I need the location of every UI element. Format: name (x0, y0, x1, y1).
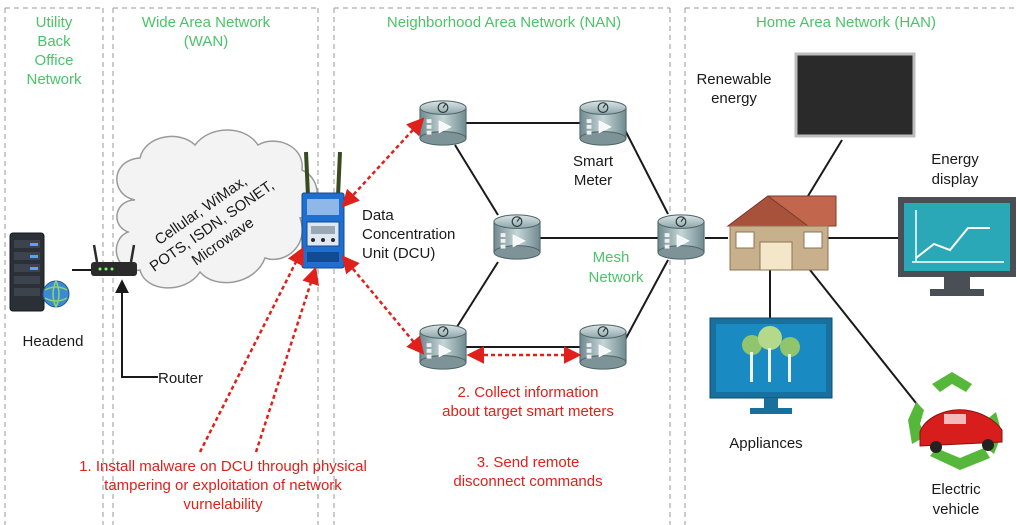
attack-arrow-dcu-bottom (341, 255, 425, 355)
smart-meter-label-line1: Smart (573, 153, 614, 170)
attack-steps: 1. Install malware on DCU through physic… (79, 384, 614, 513)
monitor-icon (794, 52, 916, 138)
renewable-label-line2: energy (711, 90, 757, 107)
ev-label-line1: Electric (931, 481, 981, 498)
link-house-ev (809, 269, 921, 409)
smart-meter-bottom-left (419, 324, 467, 370)
link-top-right-right (624, 129, 669, 215)
utility-title-line4: Network (26, 71, 82, 88)
link-bottom-right-right (624, 259, 669, 341)
link-house-renewable (807, 139, 843, 197)
wan-title-line2: (WAN) (184, 33, 228, 50)
appliances-label: Appliances (729, 435, 802, 452)
utility-title-line2: Back (37, 33, 71, 50)
zone-dividers (4, 7, 1017, 525)
link-center-bottom-left (454, 261, 499, 331)
step2-line1: 2. Collect information (458, 384, 599, 401)
ev-label-line2: vehicle (933, 501, 980, 518)
step3-line2: disconnect commands (453, 473, 602, 490)
appliances-icon (709, 317, 833, 414)
dcu-label-line3: Unit (DCU) (362, 245, 435, 262)
mesh-links (454, 122, 921, 409)
energy-display-label-line1: Energy (931, 151, 979, 168)
smart-meter-right (657, 214, 705, 260)
smart-meter-top-left (419, 100, 467, 146)
dcu-device-icon (301, 151, 345, 269)
attack-arrow-1 (198, 246, 304, 453)
car-icon (919, 409, 1003, 453)
energy-display-icon (898, 197, 1016, 296)
router-link (72, 269, 158, 378)
nan-title: Neighborhood Area Network (NAN) (387, 14, 621, 31)
step1-line2: tampering or exploitation of network (104, 477, 342, 494)
smart-meter-icon (579, 324, 627, 370)
attack-arrows (198, 117, 582, 453)
smart-meter-icon (493, 214, 541, 260)
step2-line2: about target smart meters (442, 403, 614, 420)
step1-line3: vurnelability (183, 496, 263, 513)
router-arrow-line (115, 279, 158, 378)
utility-title-line1: Utility (36, 14, 73, 31)
zone-titles: Utility Back Office Network Wide Area Ne… (26, 14, 936, 88)
smart-meter-icon (579, 100, 627, 146)
renewable-label-line1: Renewable (696, 71, 771, 88)
smart-meter-icon (657, 214, 705, 260)
step3-line1: 3. Send remote (477, 454, 580, 471)
utility-title-line3: Office (35, 52, 74, 69)
energy-display-label-line2: display (932, 171, 979, 188)
mesh-label-line2: Network (588, 269, 644, 286)
dcu-label-line2: Concentration (362, 226, 455, 243)
cloud-icon: Cellular, WiMax, POTS, ISDN, SONET, Micr… (115, 129, 318, 289)
router-icon (91, 244, 137, 276)
smart-meter-icon (419, 100, 467, 146)
smart-meter-center (493, 214, 541, 260)
server-icon (9, 232, 70, 312)
smart-meter-label-line2: Meter (574, 172, 612, 189)
attack-arrow-dcu-top (341, 117, 425, 208)
link-top-left-center (454, 144, 499, 216)
step1-line1: 1. Install malware on DCU through physic… (79, 458, 367, 475)
smart-meter-top-right (579, 100, 627, 146)
router-label: Router (158, 370, 203, 387)
mesh-label-line1: Mesh (593, 249, 630, 266)
smart-meter-icon (419, 324, 467, 370)
house-icon (726, 195, 837, 271)
smart-meter-bottom-right (579, 324, 627, 370)
headend-label: Headend (23, 333, 84, 350)
wan-title-line1: Wide Area Network (142, 14, 271, 31)
dcu-label-line1: Data (362, 207, 394, 224)
attack-arrow-2 (254, 266, 320, 453)
han-title: Home Area Network (HAN) (756, 14, 936, 31)
